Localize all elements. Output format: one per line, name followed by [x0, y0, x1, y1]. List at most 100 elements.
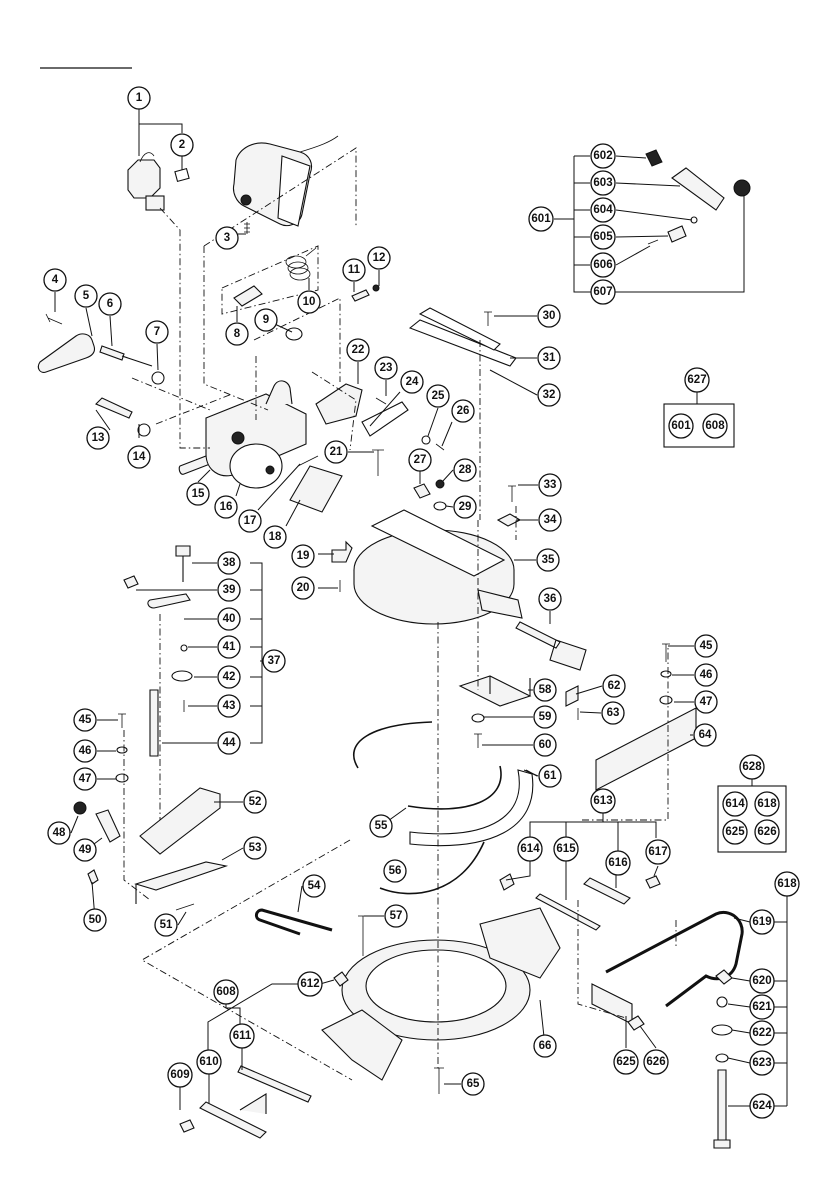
guard-32	[418, 307, 501, 351]
callout-623: 623	[749, 1050, 775, 1076]
callout-6: 6	[98, 292, 122, 316]
callout-58: 58	[533, 678, 557, 702]
callout-624: 624	[749, 1093, 775, 1119]
callout-626: 626	[643, 1049, 669, 1075]
motor-handle-part	[232, 135, 339, 227]
svg-text:16: 16	[220, 501, 233, 513]
holder-616	[583, 877, 631, 905]
knob-626	[627, 1015, 645, 1031]
kit-627-item-601: 601	[668, 413, 694, 439]
svg-text:8: 8	[234, 328, 241, 340]
svg-text:43: 43	[223, 700, 236, 712]
handle-36	[515, 621, 587, 671]
callout-42: 42	[217, 665, 241, 689]
svg-text:626: 626	[646, 1056, 665, 1068]
svg-text:614: 614	[725, 798, 745, 810]
callout-22: 22	[346, 338, 370, 362]
knob-617	[645, 875, 661, 889]
callout-41: 41	[217, 635, 241, 659]
callout-13: 13	[86, 426, 110, 450]
callout-25: 25	[426, 384, 450, 408]
svg-text:11: 11	[348, 264, 361, 276]
callout-63: 63	[601, 701, 625, 725]
svg-text:56: 56	[389, 865, 402, 877]
knob-602	[645, 149, 663, 167]
callout-24: 24	[400, 370, 424, 394]
svg-text:20: 20	[297, 582, 310, 594]
kit-628-item-614: 614	[722, 791, 748, 817]
plate-18	[289, 465, 343, 513]
svg-text:32: 32	[543, 389, 556, 401]
svg-text:46: 46	[700, 669, 713, 681]
arm-24	[361, 401, 409, 437]
washer-47-right	[659, 695, 673, 705]
callout-49: 49	[73, 838, 97, 862]
callout-625: 625	[613, 1049, 639, 1075]
svg-text:29: 29	[459, 501, 472, 513]
bracket-49	[95, 809, 121, 843]
svg-text:4: 4	[52, 274, 59, 286]
svg-text:55: 55	[375, 820, 388, 832]
svg-text:60: 60	[539, 739, 552, 751]
kit-627-item-608: 608	[702, 413, 728, 439]
callout-60: 60	[533, 733, 557, 757]
svg-text:62: 62	[608, 680, 621, 692]
svg-text:17: 17	[244, 515, 257, 527]
svg-text:615: 615	[556, 843, 576, 855]
svg-text:601: 601	[671, 420, 691, 432]
callout-47-left: 47	[73, 767, 97, 791]
svg-text:50: 50	[89, 914, 102, 926]
svg-text:39: 39	[223, 584, 236, 596]
callout-62: 62	[602, 674, 626, 698]
svg-text:602: 602	[593, 150, 612, 162]
svg-text:628: 628	[742, 761, 762, 773]
screw-30	[484, 311, 492, 326]
nut-12	[372, 284, 380, 292]
callout-12: 12	[367, 246, 391, 270]
knob-50	[87, 869, 99, 885]
callout-609: 609	[167, 1062, 193, 1088]
callout-55: 55	[369, 814, 393, 838]
callout-36: 36	[538, 587, 562, 611]
callout-18: 18	[263, 525, 287, 549]
pin-17	[297, 455, 319, 467]
svg-text:48: 48	[53, 827, 66, 839]
svg-text:51: 51	[160, 919, 173, 931]
callout-611: 611	[229, 1023, 255, 1049]
lever-603	[671, 167, 725, 211]
callout-612: 612	[297, 971, 323, 997]
holder-22	[315, 383, 363, 425]
callout-51: 51	[154, 913, 178, 937]
kit-628-item-625: 625	[722, 819, 748, 845]
callout-47-right: 47	[694, 690, 718, 714]
callout-620: 620	[749, 968, 775, 994]
washer-47-left	[115, 773, 129, 783]
svg-text:15: 15	[192, 488, 205, 500]
bolt-33	[508, 485, 516, 502]
svg-text:614: 614	[520, 843, 540, 855]
svg-text:612: 612	[300, 978, 319, 990]
washer-621	[716, 996, 728, 1008]
svg-text:27: 27	[414, 454, 427, 466]
svg-text:61: 61	[544, 770, 557, 782]
callout-3: 3	[215, 226, 239, 250]
callout-15: 15	[186, 482, 210, 506]
washer-46-left	[116, 746, 128, 754]
callout-602: 602	[590, 143, 616, 169]
ring-61	[409, 769, 534, 847]
callout-616: 616	[605, 850, 631, 876]
callout-621: 621	[749, 994, 775, 1020]
svg-text:14: 14	[133, 451, 146, 463]
svg-text:603: 603	[593, 177, 612, 189]
svg-text:2: 2	[179, 139, 185, 151]
svg-text:19: 19	[297, 550, 310, 562]
callout-57: 57	[384, 904, 408, 928]
svg-text:617: 617	[648, 846, 667, 858]
rod-44	[149, 689, 159, 757]
screw-51	[175, 903, 195, 911]
svg-text:18: 18	[269, 531, 282, 543]
hinge-part	[205, 380, 307, 489]
bolt-60	[474, 733, 482, 748]
svg-text:12: 12	[373, 252, 386, 264]
